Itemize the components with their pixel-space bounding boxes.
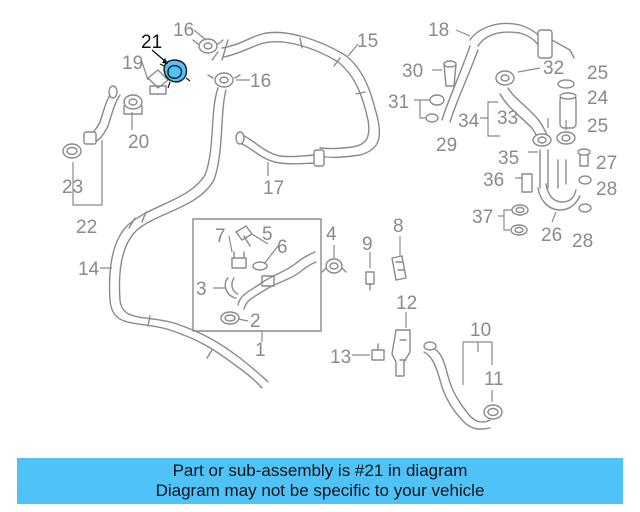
parts-diagram: 1 2 3 4 5 6 7 8 9 10 11 12 13 14 15 16 1…	[62, 20, 617, 430]
bracket-12	[391, 329, 411, 377]
bracket-22-23	[72, 140, 103, 206]
callout-7: 7	[215, 226, 226, 247]
bolt-36	[521, 173, 533, 193]
part-5	[234, 225, 254, 247]
callout-33: 33	[497, 108, 518, 129]
callout-14: 14	[78, 259, 100, 280]
misc-leaders	[515, 118, 567, 223]
callout-6: 6	[277, 237, 288, 258]
part-6	[252, 261, 268, 271]
seal-11	[483, 404, 503, 420]
bracket-10-11	[462, 341, 493, 402]
callout-28a: 28	[596, 179, 617, 200]
callout-35: 35	[498, 148, 519, 169]
callout-29: 29	[436, 135, 457, 156]
highlighted-part-21	[159, 59, 191, 89]
hose-18	[441, 22, 575, 123]
clamp-25-top	[557, 79, 575, 89]
callout-12: 12	[396, 293, 417, 314]
part-20	[123, 94, 143, 115]
pipe-10	[423, 341, 491, 430]
callout-8: 8	[393, 216, 404, 237]
part-30	[443, 60, 457, 87]
callout-27: 27	[596, 153, 617, 174]
seal-2	[220, 311, 240, 325]
callout-20: 20	[128, 132, 149, 153]
filter-24	[559, 92, 577, 129]
pipe-22	[83, 85, 121, 145]
part-31	[425, 94, 445, 123]
callout-18: 18	[428, 20, 449, 41]
callout-17: 17	[263, 178, 284, 199]
callout-25-top: 25	[587, 63, 608, 84]
callout-16-lower: 16	[250, 71, 271, 92]
callout-16-top: 16	[173, 20, 194, 41]
callout-37: 37	[472, 207, 493, 228]
leader-32	[517, 67, 541, 73]
callout-22: 22	[76, 217, 97, 238]
info-banner: Part or sub-assembly is #21 in diagram D…	[17, 458, 623, 504]
callout-11: 11	[484, 369, 504, 390]
hose-17	[235, 131, 325, 167]
clip-16-lower	[207, 72, 241, 88]
part-4	[321, 258, 347, 274]
seal-37a	[511, 204, 529, 216]
callout-9: 9	[362, 234, 373, 255]
box-1	[192, 218, 322, 342]
hose-15	[211, 31, 381, 159]
bolt-27	[577, 148, 591, 167]
callout-30: 30	[402, 61, 423, 82]
seal-28a	[578, 175, 592, 185]
seal-37b	[510, 224, 528, 236]
callout-19: 19	[122, 53, 143, 74]
callout-32: 32	[543, 58, 564, 79]
part-8	[391, 255, 407, 281]
callout-26: 26	[541, 225, 562, 246]
callout-5: 5	[262, 224, 273, 245]
callout-24: 24	[587, 88, 609, 109]
callout-labels: 1 2 3 4 5 6 7 8 9 10 11 12 13 14 15 16 1…	[62, 20, 617, 390]
callout-21: 21	[141, 32, 162, 53]
callout-13: 13	[330, 347, 351, 368]
pipe-in-box	[237, 251, 317, 310]
seal-23	[62, 143, 82, 159]
pipe-26	[537, 159, 581, 211]
callout-28b: 28	[572, 231, 593, 252]
clip-16-top	[192, 38, 224, 54]
callout-23: 23	[62, 177, 83, 198]
callout-4: 4	[326, 224, 337, 245]
part-19	[147, 69, 169, 95]
bracket-31	[414, 99, 430, 119]
callout-25-lower: 25	[587, 116, 608, 137]
seal-28b	[578, 203, 592, 213]
part-3	[224, 277, 239, 299]
bracket-34	[480, 101, 500, 137]
leader-21	[151, 49, 167, 63]
bolt-9	[365, 271, 375, 291]
callout-15: 15	[357, 31, 378, 52]
banner-line-disclaimer: Diagram may not be specific to your vehi…	[155, 481, 485, 500]
callout-3: 3	[196, 279, 207, 300]
callout-leaders	[100, 29, 359, 322]
callout-10: 10	[470, 320, 491, 341]
bolt-13	[371, 343, 385, 361]
arrow-21	[162, 58, 168, 64]
clamp-32	[495, 70, 515, 86]
callout-36: 36	[483, 170, 504, 191]
hose-14	[108, 87, 269, 389]
callout-34: 34	[458, 111, 480, 132]
pipe-35	[539, 149, 549, 189]
clamp-near-35	[532, 133, 552, 147]
part-7	[231, 251, 247, 269]
banner-line-part: Part or sub-assembly is #21 in diagram	[172, 461, 468, 480]
clamp-25-lower	[556, 131, 576, 145]
callout-2: 2	[250, 311, 261, 332]
bracket-37	[498, 209, 512, 231]
callout-1: 1	[255, 340, 266, 361]
callout-31: 31	[388, 92, 409, 113]
leader-18	[455, 29, 471, 37]
